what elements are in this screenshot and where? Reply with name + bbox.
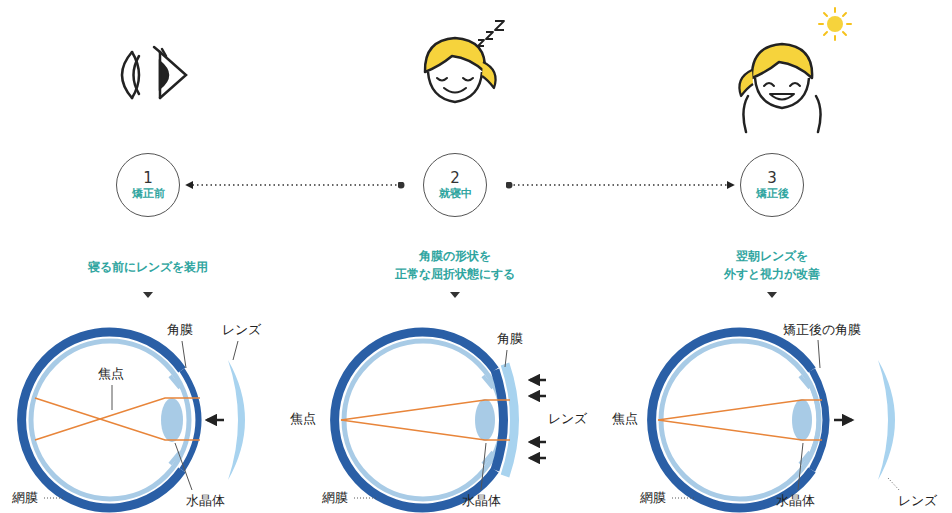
part-label: 網膜 [640,490,666,506]
eye-before [22,332,245,508]
step-description: 寝る前にレンズを装用 [88,258,208,276]
step-label: 矯正後 [756,187,789,201]
step-number: 1 [143,169,153,187]
lens-eye-icon [122,47,186,98]
part-label: 矯正後の角膜 [783,322,861,338]
part-label: 焦点 [290,411,316,427]
dotted-arrow [509,184,734,185]
step-circle: 3矯正後 [740,153,804,217]
part-label: 水晶体 [462,493,501,509]
part-label: レンズ [222,322,261,338]
step-circle: 2就寝中 [423,153,487,217]
part-label: レンズ [548,411,587,427]
part-label: 焦点 [612,411,638,427]
step-label: 就寝中 [439,187,472,201]
eye-after [652,332,900,508]
eye-sleep [335,332,546,508]
step-label: 矯正前 [132,187,165,201]
step-number: 2 [450,169,460,187]
part-label: 角膜 [497,331,523,347]
part-label: レンズ [898,493,937,509]
part-label: 角膜 [167,322,193,338]
step-description: 角膜の形状を 正常な屈折状態にする [380,247,530,283]
part-label: 水晶体 [186,493,225,509]
part-label: 網膜 [12,490,38,506]
step-circle: 1矯正前 [116,153,180,217]
down-marker [143,292,777,298]
part-label: 水晶体 [776,493,815,509]
sleeping-girl [425,21,504,102]
step-number: 3 [767,169,777,187]
part-label: 網膜 [322,490,348,506]
awake-girl [739,8,851,132]
dotted-arrow [186,184,401,185]
step-description: 翌朝レンズを 外すと視力が改善 [707,247,837,283]
part-label: 焦点 [98,366,124,382]
